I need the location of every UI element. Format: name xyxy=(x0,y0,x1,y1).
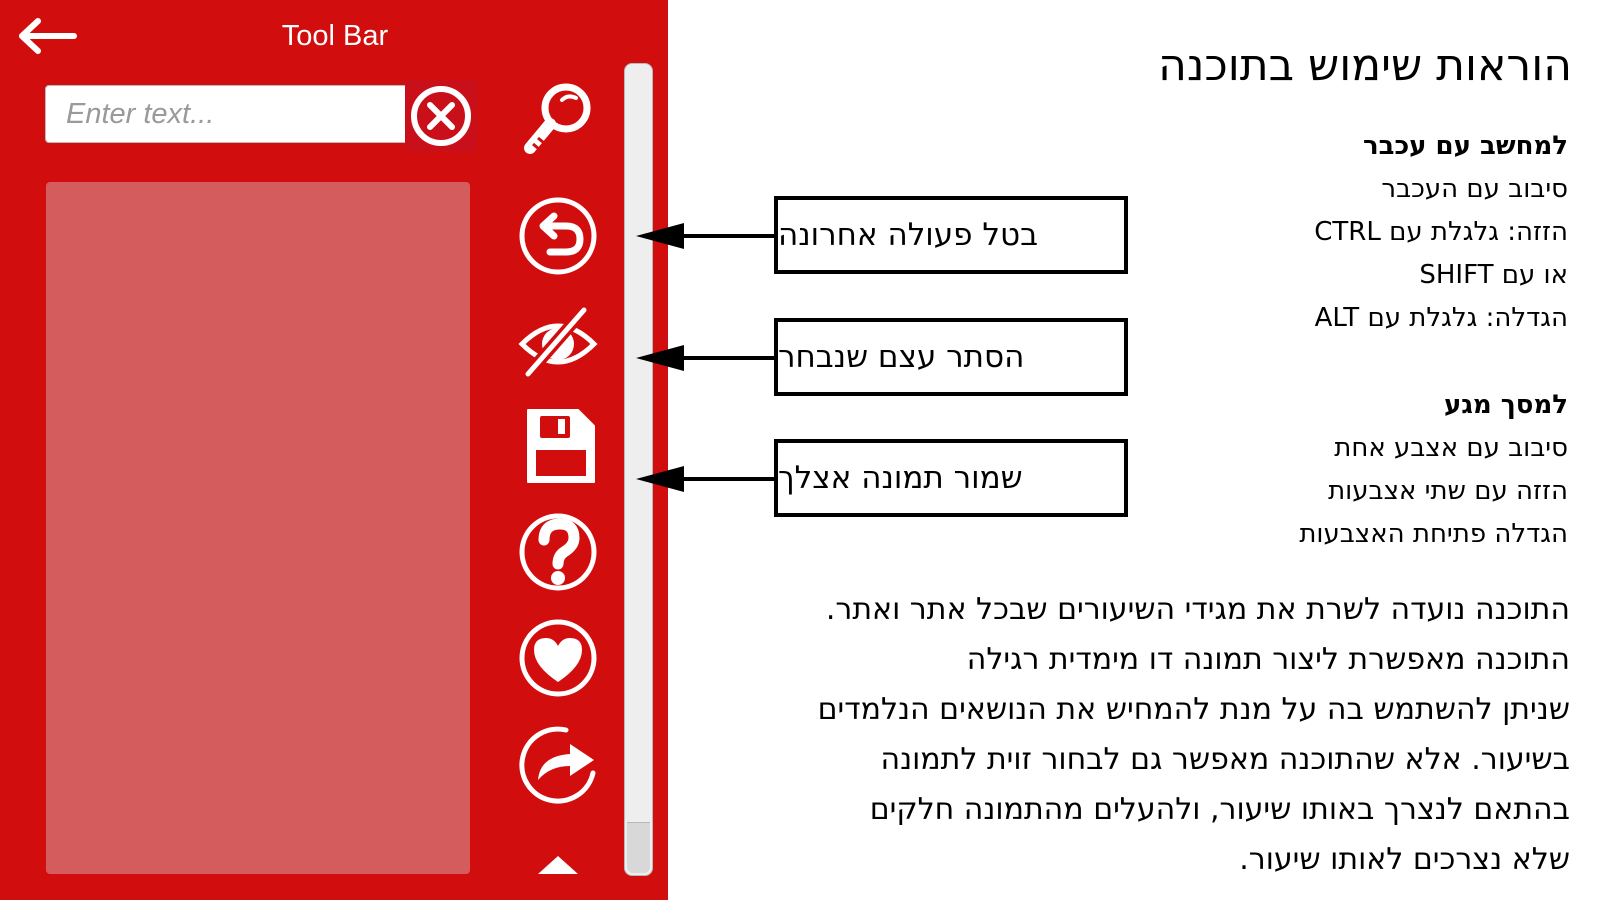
mouse-instructions: למחשב עם עכבר סיבוב עם העכבר הזזה: גלגלת… xyxy=(1314,125,1568,340)
description-line: התוכנה מאפשרת ליצור תמונה דו מימדית רגיל… xyxy=(966,642,1570,677)
touch-line: הזזה עם שתי אצבעות xyxy=(1328,476,1568,506)
heart-icon[interactable] xyxy=(514,614,602,702)
mouse-line: הזזה: גלגלת עם CTRL xyxy=(1314,217,1568,247)
toolbar-panel: Tool Bar xyxy=(0,0,668,900)
description-line: שניתן להשתמש בה על מנת להמחיש את הנושאים… xyxy=(817,692,1570,727)
touch-line: הגדלה פתיחת האצבעות xyxy=(1299,519,1568,549)
save-icon[interactable] xyxy=(514,402,602,490)
hide-icon[interactable] xyxy=(514,300,602,388)
mouse-heading: למחשב עם עכבר xyxy=(1362,131,1568,161)
description-line: התוכנה נועדה לשרת את מגידי השיעורים שבכל… xyxy=(825,592,1570,627)
callout-hide-arrow xyxy=(636,345,774,371)
callout-save-arrow xyxy=(636,466,774,492)
share-icon[interactable] xyxy=(514,718,602,806)
callout-undo-arrow xyxy=(636,223,774,249)
undo-icon[interactable] xyxy=(514,192,602,280)
clear-search-icon[interactable] xyxy=(405,80,477,152)
callout-hide: הסתר עצם שנבחר xyxy=(774,318,1128,396)
touch-line: סיבוב עם אצבע אחת xyxy=(1334,433,1568,463)
scroll-up-arrow-icon[interactable] xyxy=(534,852,582,876)
touch-instructions: למסך מגע סיבוב עם אצבע אחת הזזה עם שתי א… xyxy=(1299,384,1568,556)
mouse-line: הגדלה: גלגלת עם ALT xyxy=(1314,303,1568,333)
description-line: שלא נצרכים לאותו שיעור. xyxy=(1239,842,1570,877)
toolbar-title: Tool Bar xyxy=(281,20,389,52)
description-line: בהתאם לנצרך באותו שיעור, ולהעלים מהתמונה… xyxy=(869,792,1570,827)
description: התוכנה נועדה לשרת את מגידי השיעורים שבכל… xyxy=(670,585,1570,885)
touch-heading: למסך מגע xyxy=(1443,390,1568,420)
search-input[interactable] xyxy=(45,85,437,143)
instructions-title: הוראות שימוש בתוכנה xyxy=(1158,40,1572,91)
scrollbar-thumb[interactable] xyxy=(627,822,650,873)
callout-save: שמור תמונה אצלך xyxy=(774,439,1128,517)
mouse-line: או עם SHIFT xyxy=(1419,260,1568,290)
help-icon[interactable] xyxy=(514,508,602,596)
scrollbar[interactable] xyxy=(624,63,653,876)
back-arrow-icon[interactable] xyxy=(14,16,78,56)
callout-undo: בטל פעולה אחרונה xyxy=(774,196,1128,274)
results-list[interactable] xyxy=(46,182,470,874)
mouse-line: סיבוב עם העכבר xyxy=(1381,174,1568,204)
search-icon[interactable] xyxy=(514,78,602,166)
description-line: בשיעור. אלא שהתוכנה מאפשר גם לבחור זוית … xyxy=(880,742,1570,777)
